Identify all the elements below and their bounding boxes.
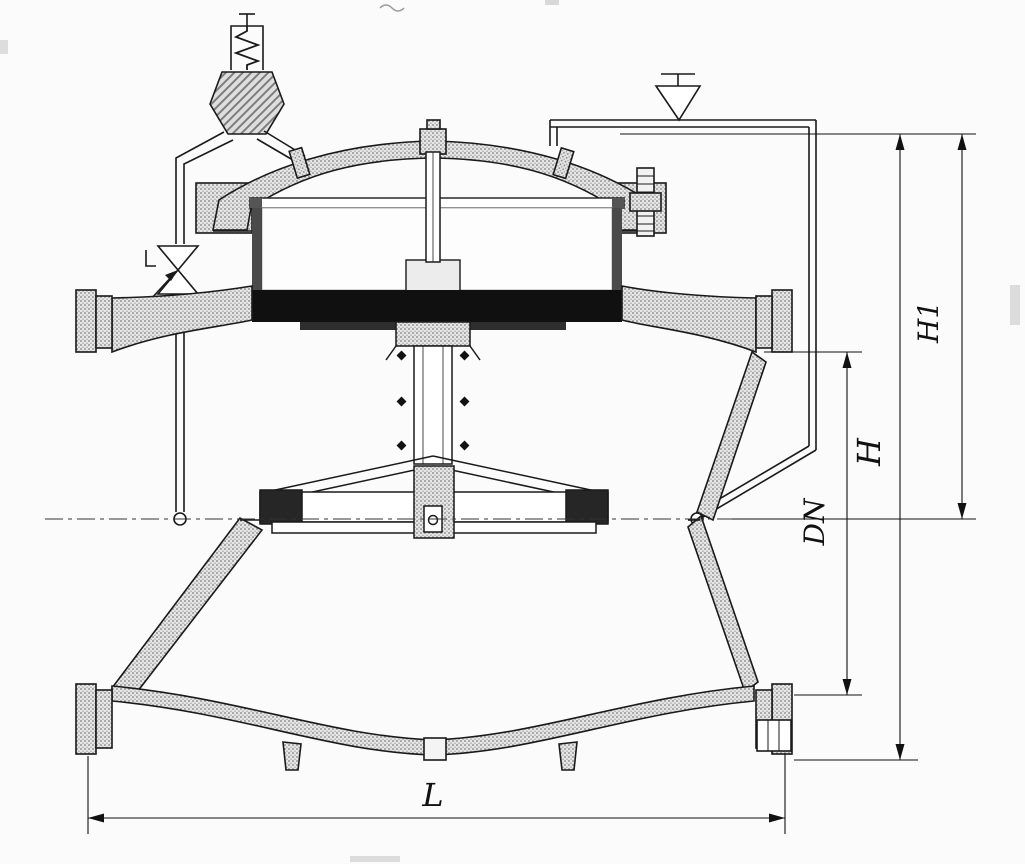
diaphragm: [252, 290, 622, 322]
dimension-label-dn: DN: [798, 497, 831, 546]
dimension-label-h1: H1: [912, 301, 945, 344]
dimension-l: L: [87, 754, 786, 834]
spring-section-dots: [396, 350, 470, 451]
valve-arrow: [165, 270, 178, 281]
bottom-boss: [423, 737, 447, 761]
dimension-label-l: L: [421, 776, 443, 814]
spring-symbol: [233, 26, 261, 70]
dimension-h: H: [850, 134, 905, 760]
stem-lower: [413, 345, 453, 465]
gland-block: [395, 321, 471, 347]
diaphragm-clamp-block: [405, 259, 461, 295]
dimensions: H1 H DN L: [87, 133, 976, 834]
bonnet-cap: [419, 128, 447, 155]
bottom-flange-left: [75, 683, 97, 755]
pilot-spring-cup: [209, 71, 285, 135]
body-arm-right: [621, 285, 757, 354]
dimension-label-h: H: [850, 437, 888, 467]
pilot-valve-symbol: [156, 245, 200, 272]
dimension-dn: DN: [798, 352, 852, 695]
outlet-flange: [771, 289, 793, 353]
funnel-icon: [654, 85, 702, 122]
bonnet-bolt-left: [288, 146, 311, 180]
inlet-flange: [75, 289, 97, 353]
dimension-h1: H1: [912, 134, 967, 519]
valve-stem-assembly: [385, 151, 481, 465]
body-foot-right: [558, 741, 578, 771]
bonnet-bolt-right: [552, 146, 575, 180]
body-arm-left: [111, 285, 253, 354]
valve-disc-assembly: [259, 455, 609, 539]
pilot-valve-symbol-lower: [156, 268, 200, 295]
body-foot-left: [282, 741, 302, 771]
valve-body: [75, 285, 793, 771]
indicator-bolt: [629, 167, 662, 237]
body-wall-upper-right: [696, 350, 767, 522]
